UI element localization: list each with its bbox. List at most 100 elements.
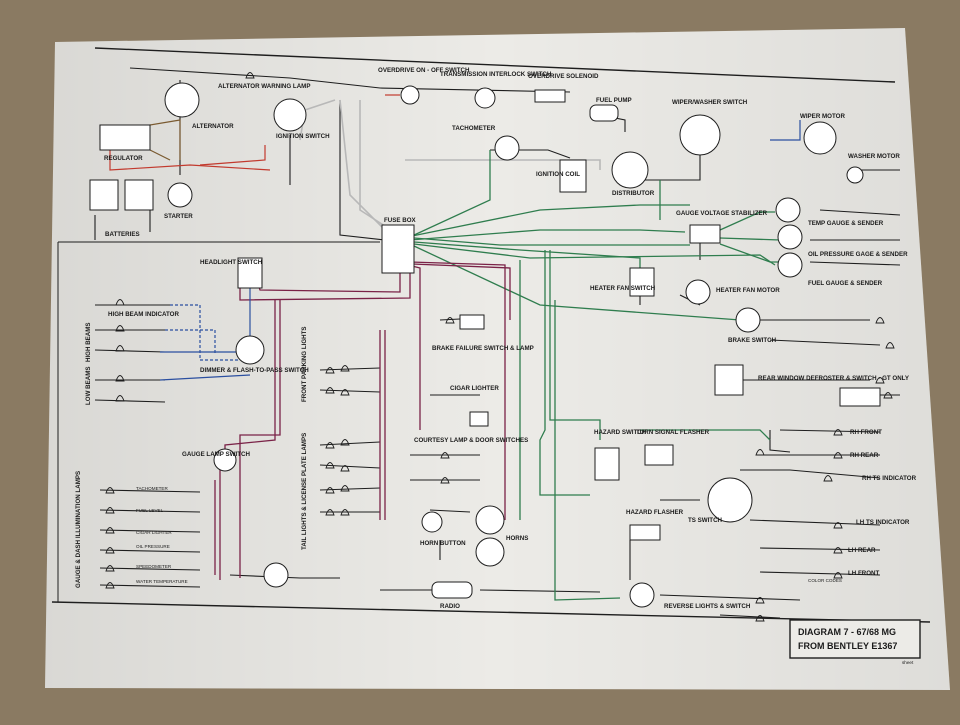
label-brake-switch: BRAKE SWITCH [728, 337, 777, 344]
lamp-bulb-icon [755, 597, 765, 604]
label-tail-lights: TAIL LIGHTS & LICENSE PLATE LAMPS [301, 433, 308, 550]
lamp-group [105, 72, 895, 622]
label-speedometer: SPEEDOMETER [136, 564, 172, 569]
label-ignition-coil: IGNITION COIL [536, 171, 580, 178]
label-oil-pressure-lamp: OIL PRESSURE [136, 544, 170, 549]
label-horn-button: HORN BUTTON [420, 540, 466, 547]
label-heater-fan-motor: HEATER FAN MOTOR [716, 287, 780, 294]
label-lh-rear: LH REAR [848, 547, 876, 554]
label-color-codes: COLOR CODES [808, 578, 842, 583]
lamp-bulb-icon [833, 429, 843, 436]
lamp-bulb-icon [755, 615, 765, 622]
wires-white [299, 99, 601, 231]
lamp-bulb-icon [833, 572, 843, 579]
lamp-bulb-icon [823, 475, 833, 482]
lamp-bulb-icon [325, 462, 335, 469]
lamp-bulb-icon [325, 367, 335, 374]
lamp-bulb-icon [833, 547, 843, 554]
label-headlight-switch: HEADLIGHT SWITCH [200, 259, 263, 266]
label-ts-switch: TS SWITCH [688, 517, 723, 524]
lamp-bulb-icon [340, 509, 350, 516]
border-lines [51, 47, 931, 623]
label-reverse-lights: REVERSE LIGHTS & SWITCH [664, 603, 751, 610]
label-oil-pressure-gauge: OIL PRESSURE GAGE & SENDER [808, 251, 908, 258]
label-batteries: BATTERIES [105, 231, 140, 238]
label-horns: HORNS [506, 535, 528, 542]
lamp-bulb-icon [115, 395, 125, 402]
label-dimmer-switch: DIMMER & FLASH-TO-PASS SWITCH [200, 367, 309, 374]
lamp-bulb-icon [115, 345, 125, 352]
label-water-temperature: WATER TEMPERATURE [136, 579, 188, 584]
label-high-beams: HIGH BEAMS [85, 322, 92, 362]
paper-shading [45, 28, 950, 690]
lamp-bulb-icon [885, 342, 895, 349]
lamp-bulb-icon [105, 507, 115, 514]
wires-green [409, 150, 785, 601]
lamp-bulb-icon [105, 582, 115, 589]
label-lh-front: LH FRONT [848, 570, 879, 577]
lamp-bulb-icon [340, 389, 350, 396]
label-rh-ts-indicator: RH TS INDICATOR [862, 475, 917, 482]
label-gauge-lamp-switch: GAUGE LAMP SWITCH [182, 451, 250, 458]
footer-small: sheet [902, 660, 914, 665]
lamp-bulb-icon [245, 72, 255, 79]
lamp-bulb-icon [440, 477, 450, 484]
label-transmission-interlock: TRANSMISSION INTERLOCK SWITCH [440, 71, 552, 78]
label-tachometer-lamp: TACHOMETER [136, 486, 168, 491]
lamp-bulb-icon [340, 365, 350, 372]
label-lh-ts-indicator: LH TS INDICATOR [856, 519, 910, 526]
label-cigar-lighter: CIGAR LIGHTER [450, 385, 499, 392]
label-regulator: REGULATOR [104, 155, 143, 162]
title-line-1: DIAGRAM 7 - 67/68 MG [798, 627, 896, 637]
wires-blue-dashed [165, 304, 240, 361]
label-cigar-lighter-lamp: CIGAR LIGHTER [136, 530, 172, 535]
lamp-bulb-icon [325, 442, 335, 449]
components [89, 82, 881, 608]
label-fuel-gauge: FUEL GAUGE & SENDER [808, 280, 883, 287]
label-rear-window-defroster: REAR WINDOW DEFROSTER & SWITCH - GT ONLY [758, 375, 910, 382]
label-temp-gauge: TEMP GAUGE & SENDER [808, 220, 884, 227]
lamp-bulb-icon [340, 485, 350, 492]
lamp-bulb-icon [105, 547, 115, 554]
label-low-beams: LOW BEAMS [85, 367, 92, 406]
lamp-bulb-icon [755, 449, 765, 456]
label-brake-failure-switch: BRAKE FAILURE SWITCH & LAMP [432, 345, 534, 352]
label-alternator: ALTERNATOR [192, 123, 234, 130]
label-starter: STARTER [164, 213, 193, 220]
label-alternator-warning-lamp: ALTERNATOR WARNING LAMP [218, 83, 310, 90]
lamp-bulb-icon [105, 487, 115, 494]
label-fuse-box: FUSE BOX [384, 217, 417, 224]
label-radio: RADIO [440, 603, 460, 610]
label-courtesy-lamp: COURTESY LAMP & DOOR SWITCHES [414, 437, 528, 444]
label-rh-front: RH FRONT [850, 429, 882, 436]
lamp-bulb-icon [115, 299, 125, 306]
label-overdrive-switch: OVERDRIVE ON - OFF SWITCH [378, 67, 470, 74]
lamp-bulb-icon [883, 392, 893, 399]
label-wiper-motor: WIPER MOTOR [800, 113, 845, 120]
title-line-2: FROM BENTLEY E1367 [798, 641, 897, 651]
lamp-bulb-icon [115, 375, 125, 382]
label-tachometer: TACHOMETER [452, 125, 496, 132]
lamp-bulb-icon [325, 487, 335, 494]
lamp-bulb-icon [325, 387, 335, 394]
label-high-beam-indicator: HIGH BEAM INDICATOR [108, 311, 179, 318]
lamp-bulb-icon [325, 509, 335, 516]
lamp-bulb-icon [833, 522, 843, 529]
lamp-bulb-icon [875, 317, 885, 324]
lamp-bulb-icon [115, 325, 125, 332]
lamp-bulb-icon [105, 527, 115, 534]
label-hazard-flasher: HAZARD FLASHER [626, 509, 684, 516]
label-rh-rear: RH REAR [850, 452, 879, 459]
label-front-parking-lights: FRONT PARKING LIGHTS [301, 326, 308, 402]
lamp-bulb-icon [440, 452, 450, 459]
label-turn-signal-flasher: TURN SIGNAL FLASHER [636, 429, 710, 436]
label-overdrive-solenoid: OVERDRIVE SOLENOID [528, 73, 599, 80]
label-heater-fan-switch: HEATER FAN SWITCH [590, 285, 656, 292]
lamp-bulb-icon [340, 439, 350, 446]
lamp-bulb-icon [875, 377, 885, 384]
label-gauge-dash-lamps: GAUGE & DASH ILLUMINATION LAMPS [75, 471, 82, 588]
label-gauge-voltage-stabilizer: GAUGE VOLTAGE STABILIZER [676, 210, 768, 217]
title-block [789, 619, 921, 659]
